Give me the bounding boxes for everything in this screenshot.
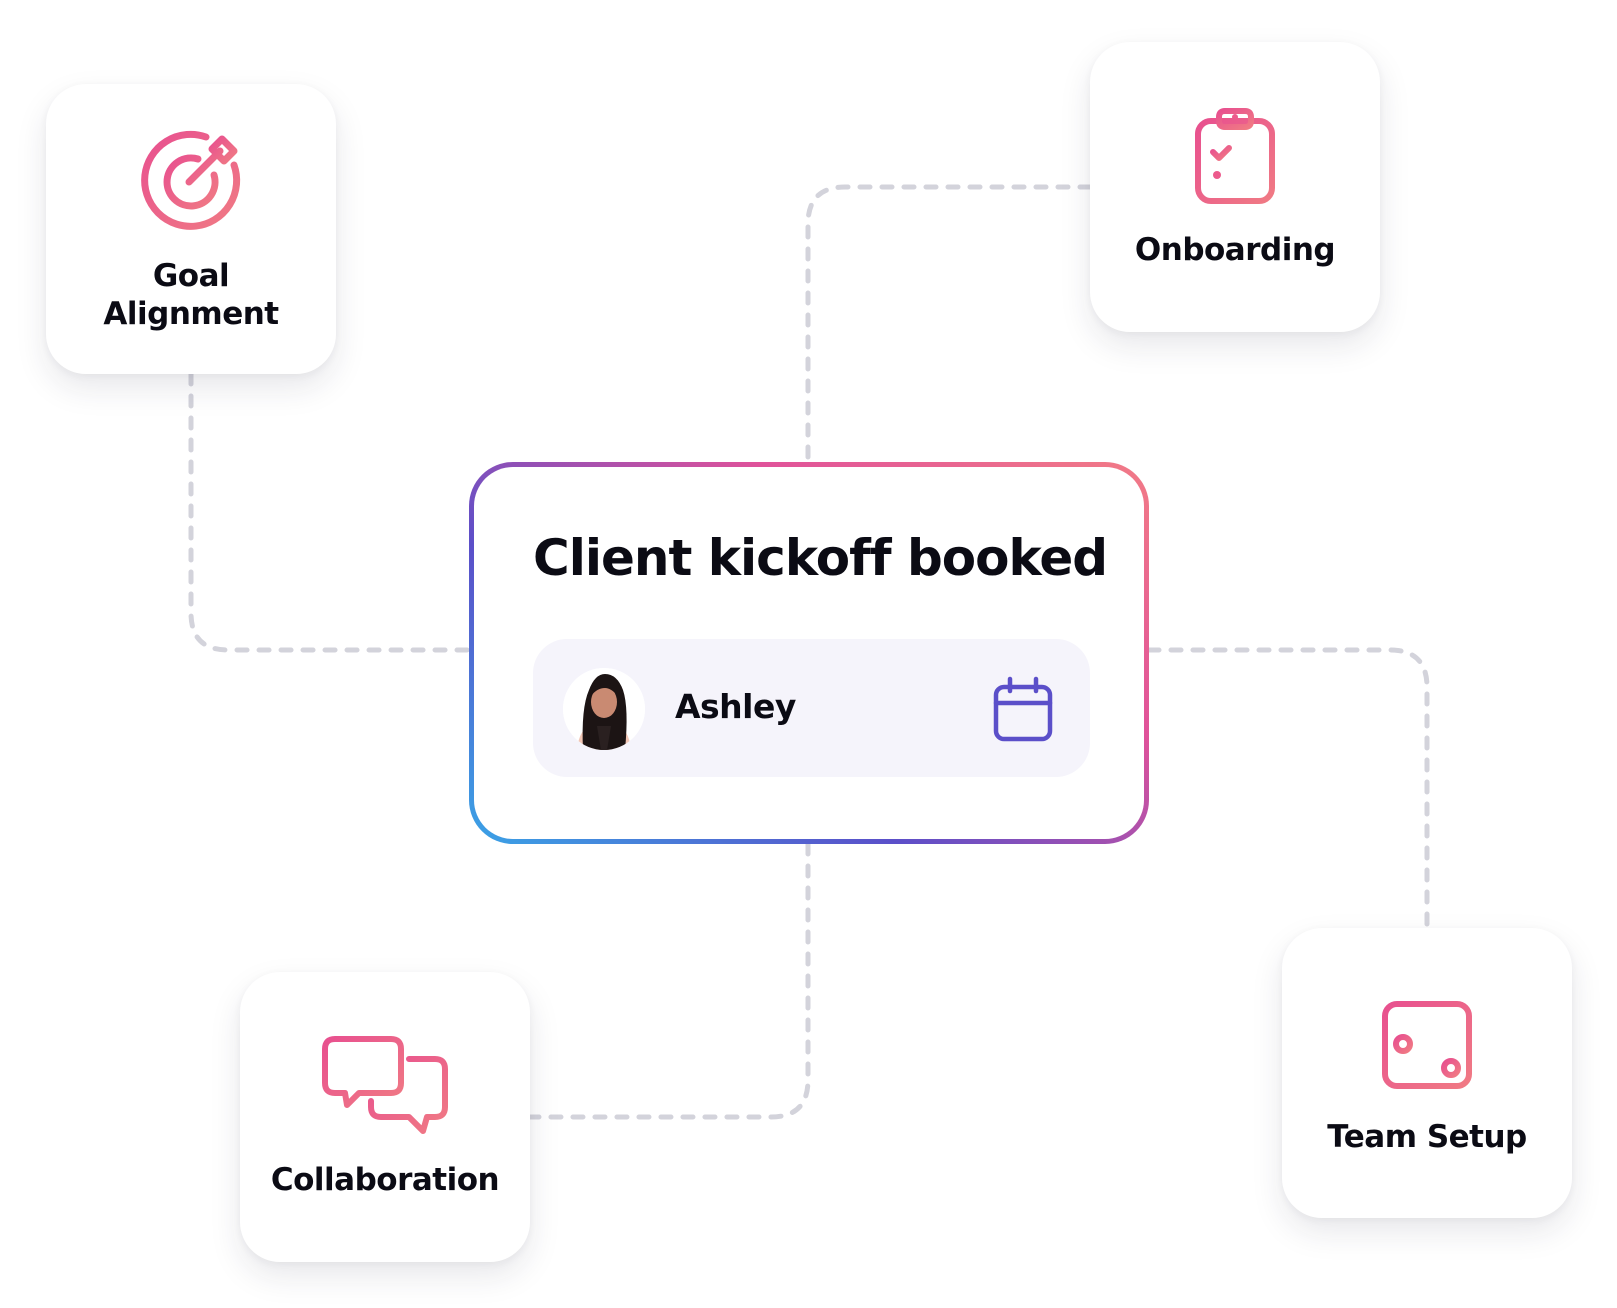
attendee-name: Ashley <box>675 687 796 726</box>
collaboration-card[interactable]: Collaboration <box>240 972 530 1262</box>
main-card-title: Client kickoff booked <box>533 529 1108 587</box>
connector-onboarding-to-main <box>805 184 1093 465</box>
onboarding-label: Onboarding <box>1134 232 1336 268</box>
clipboard-checklist-icon <box>1195 108 1275 204</box>
onboarding-card[interactable]: Onboarding <box>1090 42 1380 332</box>
attendee-row[interactable]: Ashley <box>533 639 1090 777</box>
target-arrow-icon <box>141 130 241 230</box>
collaboration-label: Collaboration <box>270 1162 500 1198</box>
avatar-photo-icon <box>563 668 645 750</box>
client-kickoff-card[interactable]: Client kickoff booked Ashley <box>469 462 1149 844</box>
team-setup-label: Team Setup <box>1327 1119 1527 1155</box>
calendar-settings-icon <box>1382 991 1472 1089</box>
connector-main-to-collab <box>527 841 811 1120</box>
team-setup-card[interactable]: Team Setup <box>1282 928 1572 1218</box>
calendar-icon <box>993 676 1053 742</box>
goal-alignment-label: Goal Alignment <box>103 258 279 332</box>
avatar <box>563 668 645 750</box>
connector-goal-to-main <box>188 371 472 653</box>
calendar-button[interactable] <box>991 675 1055 743</box>
goal-alignment-card[interactable]: Goal Alignment <box>46 84 336 374</box>
connector-main-to-team <box>1146 647 1430 931</box>
chat-bubbles-icon <box>322 1036 448 1134</box>
